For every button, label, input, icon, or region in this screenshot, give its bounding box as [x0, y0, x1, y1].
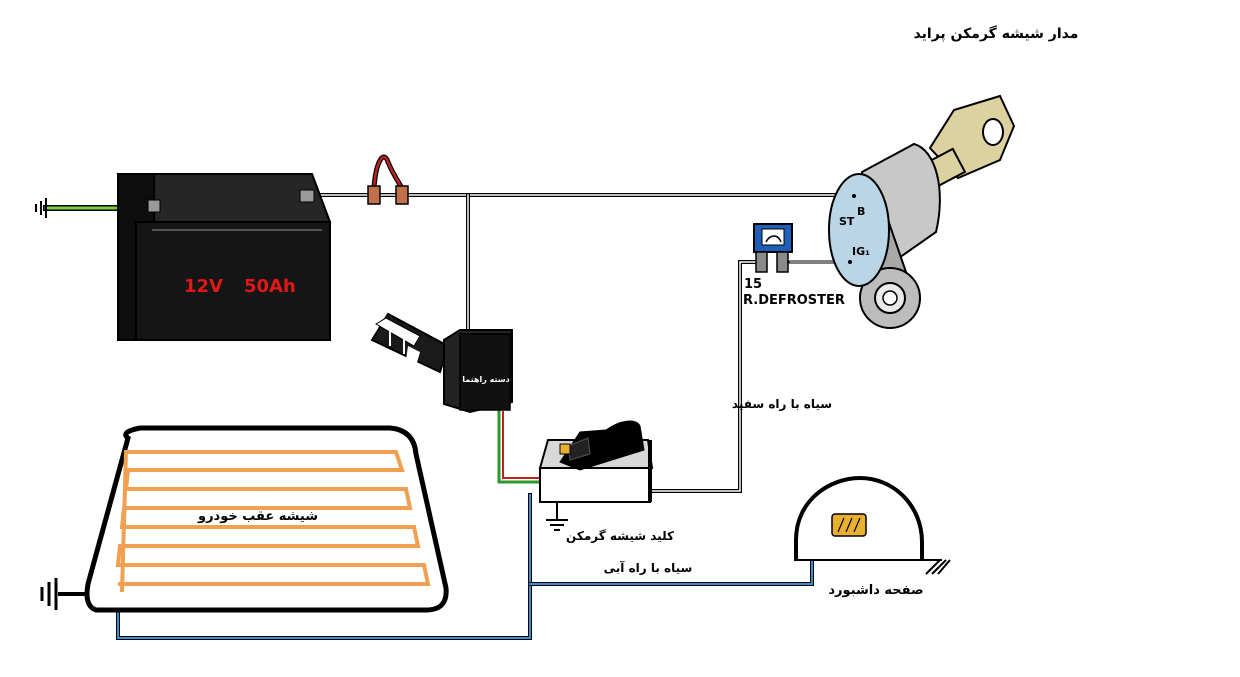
ground-symbol-glass	[40, 578, 58, 610]
defroster-fuse: 15 R.DEFROSTER	[743, 223, 845, 308]
wires	[43, 193, 862, 640]
battery-capacity: 50Ah	[244, 276, 296, 297]
fuse-name: R.DEFROSTER	[743, 293, 845, 308]
harness-connector: دسته راهنما	[370, 312, 513, 414]
wire-harness-to-switch	[497, 410, 542, 484]
main-fuse	[367, 154, 409, 205]
battery-voltage: 12V	[184, 276, 223, 297]
battery-negative-terminal	[147, 199, 161, 213]
terminal-b-label: B	[857, 205, 865, 218]
switch-label: کلید شیشه گرمکن	[566, 529, 674, 543]
ground-symbol-dashboard	[925, 559, 951, 575]
terminal-st-label: ST	[839, 215, 855, 228]
rear-glass: شیشه عقب خودرو	[84, 425, 449, 613]
wire-white-label: سیاه با راه سفید	[732, 397, 832, 411]
wire-blue-label: سیاه با راه آبی	[604, 560, 693, 575]
harness-label: دسته راهنما	[462, 375, 509, 384]
battery: 12V 50Ah	[116, 173, 332, 341]
ignition-face	[828, 173, 890, 287]
terminal-ig-label: IG₁	[852, 245, 870, 258]
ignition-switch: B ST IG₁	[828, 94, 1016, 329]
defroster-switch: کلید شیشه گرمکن	[538, 420, 674, 543]
dashboard-label: صفحه داشبورد	[828, 583, 923, 598]
fuse-number: 15	[744, 277, 762, 292]
rear-glass-label: شیشه عقب خودرو	[197, 509, 318, 524]
dashboard-indicator: صفحه داشبورد	[794, 475, 951, 598]
ground-symbol-battery	[35, 198, 47, 218]
diagram-title: مدار شیشه گرمکن پراید	[914, 25, 1079, 42]
battery-positive-terminal	[299, 189, 315, 203]
ground-symbol-switch	[546, 500, 568, 531]
heater-grid	[115, 450, 431, 593]
